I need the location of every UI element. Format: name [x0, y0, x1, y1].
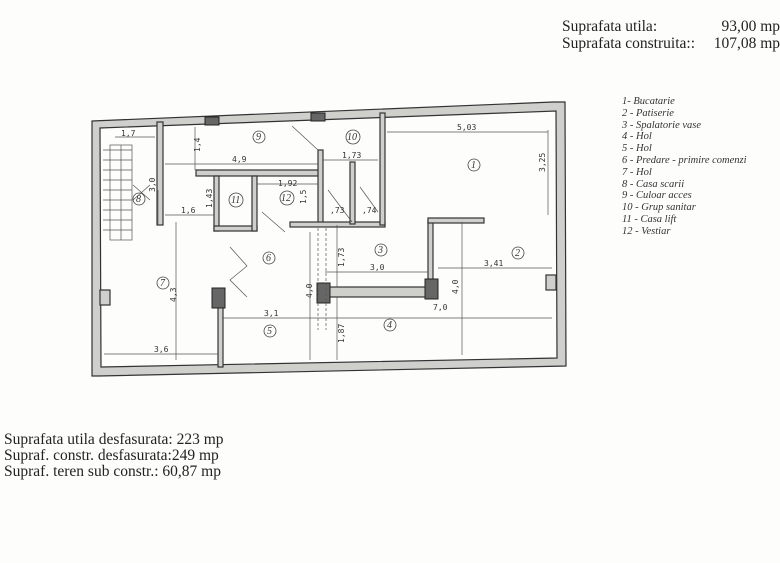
dimension-label: 1,43 — [205, 189, 214, 208]
area-totals: Suprafata utila desfasurata: 223 mp Supr… — [4, 432, 224, 480]
total-built-area: Supraf. constr. desfasurata:249 mp — [4, 447, 219, 464]
dimension-label: 4,9 — [232, 155, 247, 164]
room-number: 1 — [471, 160, 476, 171]
usable-area-row: Suprafata utila: 93,00 mp — [562, 18, 780, 35]
legend-item: 3 - Spalatorie vase — [622, 119, 702, 131]
room-number: 3 — [377, 245, 383, 256]
legend-item: 12 - Vestiar — [622, 225, 671, 237]
legend-item: 9 - Culoar acces — [622, 190, 692, 202]
legend-item: 5 - Hol — [622, 143, 652, 155]
dimension-label: 1,4 — [193, 137, 202, 152]
usable-area-label: Suprafata utila: — [562, 18, 658, 35]
room-number: 5 — [267, 326, 272, 337]
staircase — [103, 144, 151, 241]
legend-item: 10 - Grup sanitar — [622, 202, 696, 214]
legend-item: 4 - Hol — [622, 131, 652, 143]
room-number: 8 — [136, 194, 141, 205]
dimension-label: ,74 — [362, 206, 377, 215]
dimension-label: 4,0 — [305, 283, 314, 298]
built-area-value: 107,08 mp — [713, 35, 780, 52]
columns — [204, 112, 439, 309]
dimension-label: 1,5 — [299, 189, 308, 204]
room-number: 12 — [281, 193, 291, 204]
legend-item: 7 - Hol — [622, 166, 652, 178]
room-number: 2 — [515, 248, 520, 259]
room-number: 7 — [160, 278, 166, 289]
dimension-label: 1,6 — [181, 206, 196, 215]
land-area: Supraf. teren sub constr.: 60,87 mp — [4, 463, 221, 480]
room-number: 9 — [256, 132, 261, 143]
dimension-label: 3,6 — [154, 345, 169, 354]
room-number: 6 — [266, 253, 271, 264]
legend-item: 2 - Patiserie — [622, 107, 674, 119]
built-area-label: Suprafata construita:: — [562, 35, 695, 52]
room-number: 11 — [231, 195, 240, 206]
dimension-label: 4,3 — [169, 287, 178, 302]
room-number: 4 — [387, 320, 392, 331]
dimension-label: 3,25 — [538, 153, 547, 172]
room-legend: 1- Bucatarie 2 - Patiserie 3 - Spalatori… — [622, 96, 747, 238]
outer-wall — [91, 101, 567, 377]
doors-and-dimension-lines — [104, 125, 552, 360]
legend-item: 1- Bucatarie — [622, 96, 675, 107]
dimension-label: 3,0 — [370, 263, 385, 272]
room-number: 10 — [347, 132, 357, 143]
legend-item: 11 - Casa lift — [622, 213, 677, 225]
dimension-label: 1,73 — [342, 151, 361, 160]
usable-area-value: 93,00 mp — [721, 18, 780, 35]
legend-item: 8 - Casa scarii — [622, 178, 685, 190]
interior-walls — [99, 112, 557, 368]
dimension-labels: 1,7 1,4 4,9 1,73 5,03 3,25 3,0 1,6 1,43 … — [121, 123, 547, 354]
built-area-row: Suprafata construita::107,08 mp — [562, 35, 780, 52]
dimension-label: 1,92 — [278, 179, 297, 188]
dimension-label: 1,7 — [121, 129, 136, 138]
dimension-label: 3,1 — [264, 309, 279, 318]
dimension-label: 5,03 — [457, 123, 476, 132]
legend-item: 6 - Predare - primire comenzi — [622, 154, 747, 166]
dimension-label: 3,0 — [148, 177, 157, 192]
dimension-label: 1,73 — [337, 248, 346, 267]
area-summary: Suprafata utila: 93,00 mp Suprafata const… — [562, 18, 780, 52]
dimension-label: 1,87 — [337, 324, 346, 343]
total-usable-area: Suprafata utila desfasurata: 223 mp — [4, 431, 224, 448]
dimension-label: 7,0 — [433, 303, 448, 312]
dimension-label: 3,41 — [484, 259, 503, 268]
room-number-markers: 1 2 3 4 5 6 7 8 9 10 11 12 — [132, 129, 525, 338]
dimension-label: 4,0 — [451, 279, 460, 294]
dimension-label: ,73 — [330, 206, 345, 215]
